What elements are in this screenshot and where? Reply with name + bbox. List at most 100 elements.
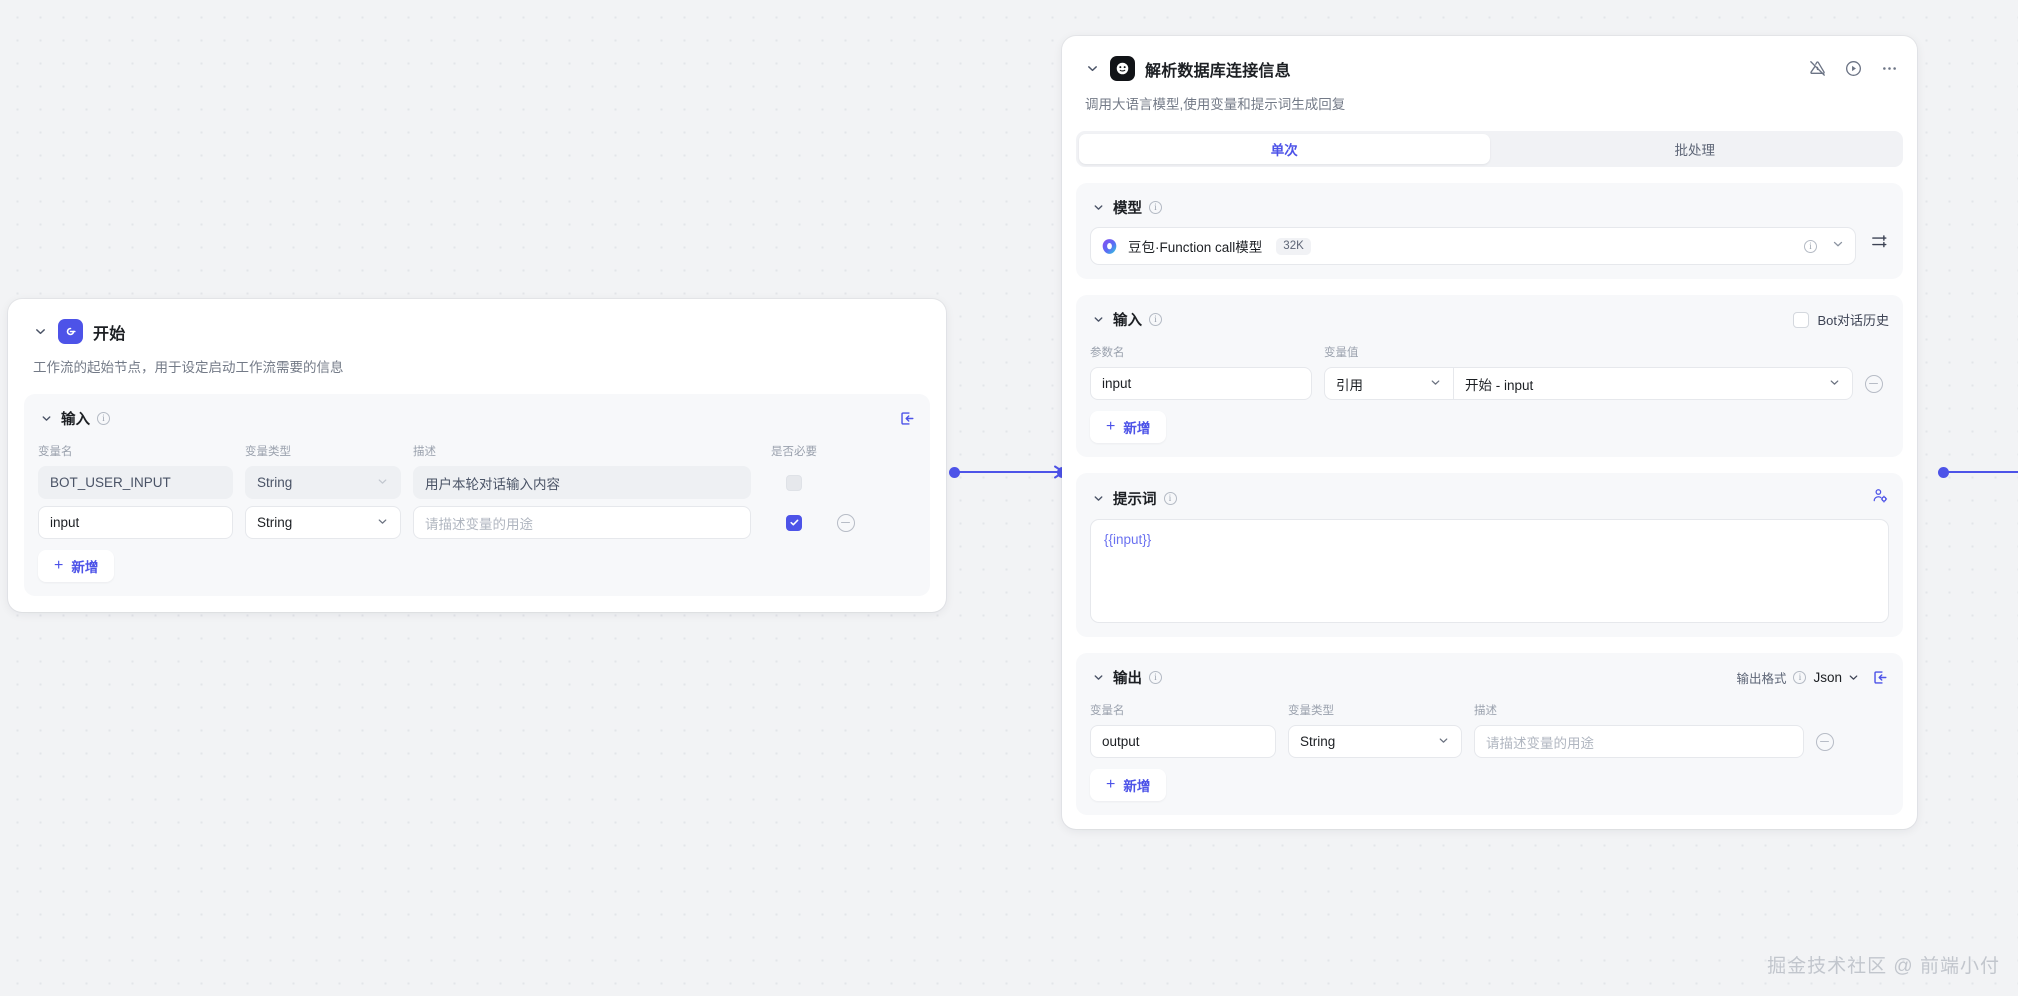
output-section-header: 输出 i 输出格式 i Json xyxy=(1090,667,1889,688)
start-input-title: 输入 xyxy=(61,412,90,429)
chevron-down-icon[interactable] xyxy=(1090,200,1106,216)
required-checkbox[interactable] xyxy=(786,514,802,531)
column-label-name: 变量名 xyxy=(38,446,73,459)
output-format-select[interactable]: Json xyxy=(1813,670,1860,685)
variable-name-field[interactable]: input xyxy=(38,506,233,540)
table-row: BOT_USER_INPUT String 用户本轮对话输入内容 xyxy=(38,466,916,500)
start-node-output-port[interactable] xyxy=(949,467,960,478)
llm-input-column-labels: 参数名 变量值 xyxy=(1090,344,1889,360)
column-label-name: 变量名 xyxy=(1090,705,1125,718)
info-icon[interactable]: i xyxy=(1163,492,1177,506)
variable-type-select[interactable]: String xyxy=(245,506,401,540)
plus-icon: + xyxy=(54,557,64,575)
model-section-header: 模型 i xyxy=(1090,197,1889,218)
output-variable-description-field[interactable]: 请描述变量的用途 xyxy=(1474,725,1804,759)
prompt-section-header: 提示词 i xyxy=(1090,487,1889,510)
remove-row-button[interactable] xyxy=(1816,732,1834,751)
warning-off-icon[interactable] xyxy=(1808,59,1827,78)
bot-history-label: Bot对话历史 xyxy=(1817,313,1889,329)
start-node[interactable]: 开始 工作流的起始节点，用于设定启动工作流需要的信息 输入 i 变量名 变量类型 xyxy=(8,299,946,613)
output-section: 输出 i 输出格式 i Json xyxy=(1076,653,1903,816)
variable-name-field: BOT_USER_INPUT xyxy=(38,466,233,500)
start-node-title: 开始 xyxy=(93,325,126,343)
remove-row-button[interactable] xyxy=(837,513,855,532)
model-select[interactable]: 豆包·Function call模型 32K i xyxy=(1090,227,1856,266)
llm-node-title: 解析数据库连接信息 xyxy=(1145,62,1291,80)
chevron-down-icon[interactable] xyxy=(1090,312,1106,328)
source-type-select[interactable]: 引用 xyxy=(1325,368,1453,399)
output-section-title: 输出 xyxy=(1113,671,1142,688)
watermark: 掘金技术社区 @ 前端小付 xyxy=(1767,956,2000,977)
column-label-required: 是否必要 xyxy=(771,446,817,459)
persona-gear-icon[interactable] xyxy=(1871,487,1889,510)
llm-node-description: 调用大语言模型,使用变量和提示词生成回复 xyxy=(1085,97,1346,112)
column-label-type: 变量类型 xyxy=(1288,705,1334,718)
run-icon[interactable] xyxy=(1844,59,1863,78)
add-output-variable-button[interactable]: + 新增 xyxy=(1090,769,1167,802)
chevron-down-icon[interactable] xyxy=(1831,237,1845,256)
llm-node-header: 解析数据库连接信息 xyxy=(1076,52,1903,81)
prompt-section-title: 提示词 xyxy=(1113,492,1157,509)
info-icon[interactable]: i xyxy=(97,412,110,426)
chevron-down-icon[interactable] xyxy=(32,324,48,340)
start-input-section: 输入 i 变量名 变量类型 描述 是否必要 BOT_USER_INPUT Str… xyxy=(24,394,930,597)
add-button-label: 新增 xyxy=(1123,421,1151,437)
add-input-variable-button[interactable]: + 新增 xyxy=(38,550,115,583)
add-button-label: 新增 xyxy=(71,560,99,576)
output-column-labels: 变量名 变量类型 描述 xyxy=(1090,702,1889,718)
tab-single[interactable]: 单次 xyxy=(1079,134,1490,165)
doubao-logo-icon xyxy=(1100,237,1119,256)
remove-row-button[interactable] xyxy=(1865,374,1883,393)
llm-input-title: 输入 xyxy=(1113,313,1142,330)
info-icon[interactable]: i xyxy=(1149,201,1162,215)
add-llm-input-button[interactable]: + 新增 xyxy=(1090,411,1167,444)
output-variable-type-select[interactable]: String xyxy=(1288,725,1462,759)
info-icon[interactable]: i xyxy=(1793,671,1807,685)
variable-description-field[interactable]: 请描述变量的用途 xyxy=(413,506,751,540)
chevron-down-icon[interactable] xyxy=(1084,61,1100,77)
start-node-description: 工作流的起始节点，用于设定启动工作流需要的信息 xyxy=(33,360,344,375)
column-label-type: 变量类型 xyxy=(245,446,291,459)
add-button-label: 新增 xyxy=(1123,779,1151,795)
model-section: 模型 i xyxy=(1076,183,1903,280)
table-row: input String 请描述变量的用途 xyxy=(38,506,916,540)
chevron-down-icon[interactable] xyxy=(1090,670,1106,686)
output-variable-name-field[interactable]: output xyxy=(1090,725,1276,759)
plus-icon: + xyxy=(1106,776,1116,794)
table-row: output String 请描述变量的用途 xyxy=(1090,725,1889,759)
param-name-field[interactable]: input xyxy=(1090,367,1312,401)
start-node-header: 开始 xyxy=(24,317,930,344)
info-icon[interactable]: i xyxy=(1149,313,1162,327)
edge-llm-outgoing xyxy=(1948,471,2018,473)
source-value-select[interactable]: 开始 - input xyxy=(1453,368,1852,400)
column-label-description: 描述 xyxy=(413,446,436,459)
start-flag-icon xyxy=(58,319,83,344)
column-label-param: 参数名 xyxy=(1090,347,1125,360)
llm-node-output-port[interactable] xyxy=(1938,467,1949,478)
import-variable-icon[interactable] xyxy=(1872,669,1889,686)
more-icon[interactable] xyxy=(1880,59,1899,78)
model-context-badge: 32K xyxy=(1276,237,1311,255)
column-label-value: 变量值 xyxy=(1324,347,1359,360)
chevron-down-icon[interactable] xyxy=(38,411,54,427)
chevron-down-icon[interactable] xyxy=(1090,491,1106,507)
model-name: 豆包·Function call模型 xyxy=(1128,240,1263,256)
tab-batch[interactable]: 批处理 xyxy=(1674,143,1716,159)
output-format-label: 输出格式 xyxy=(1736,672,1787,687)
output-format-control: 输出格式 i Json xyxy=(1736,668,1860,687)
llm-input-header: 输入 i Bot对话历史 xyxy=(1090,309,1889,330)
prompt-textarea[interactable]: {{input}} xyxy=(1090,519,1889,624)
import-variable-icon[interactable] xyxy=(899,410,916,427)
llm-node[interactable]: 解析数据库连接信息 xyxy=(1062,36,1917,830)
bot-history-toggle[interactable]: Bot对话历史 xyxy=(1793,310,1889,329)
required-checkbox xyxy=(786,474,802,491)
info-icon[interactable]: i xyxy=(1804,239,1817,253)
info-icon[interactable]: i xyxy=(1149,671,1162,685)
llm-face-icon xyxy=(1110,56,1135,81)
variable-description-field: 用户本轮对话输入内容 xyxy=(413,466,751,500)
variable-type-select: String xyxy=(245,466,401,500)
bot-history-checkbox[interactable] xyxy=(1793,311,1810,328)
model-section-title: 模型 xyxy=(1113,201,1142,218)
start-input-header: 输入 i xyxy=(38,408,916,429)
sliders-icon[interactable] xyxy=(1870,232,1889,251)
